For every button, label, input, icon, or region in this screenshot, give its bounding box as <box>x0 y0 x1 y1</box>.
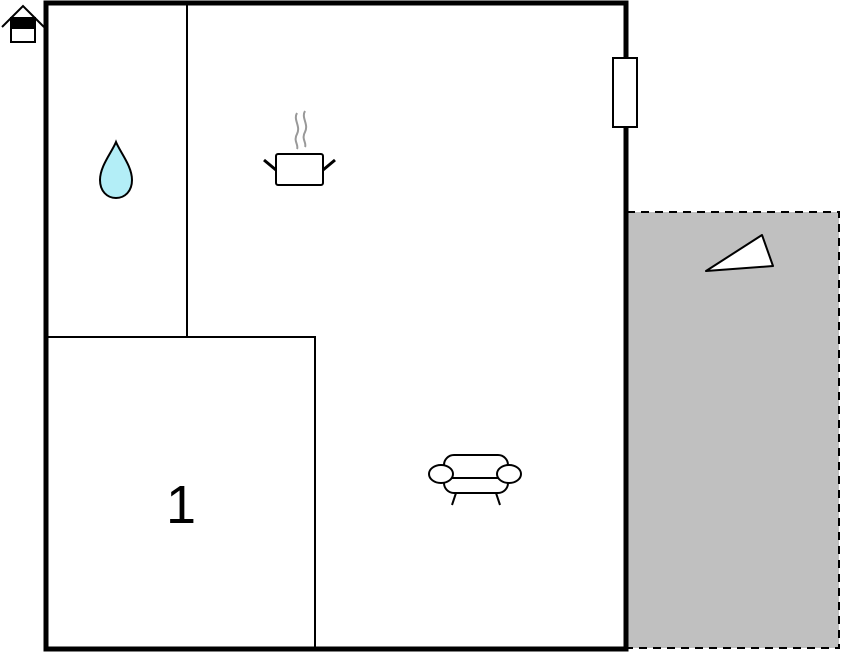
water-drop-icon <box>98 139 134 200</box>
bedroom-wall <box>46 336 316 649</box>
outer-wall <box>43 0 629 652</box>
sofa-icon <box>428 454 522 506</box>
terrace-area <box>626 211 840 649</box>
bedroom-number-label: 1 <box>166 475 196 535</box>
window-icon <box>612 57 638 128</box>
house-entrance-icon <box>1 4 45 43</box>
sun-lounger-icon <box>705 234 774 272</box>
cooking-pot-icon <box>263 110 336 186</box>
